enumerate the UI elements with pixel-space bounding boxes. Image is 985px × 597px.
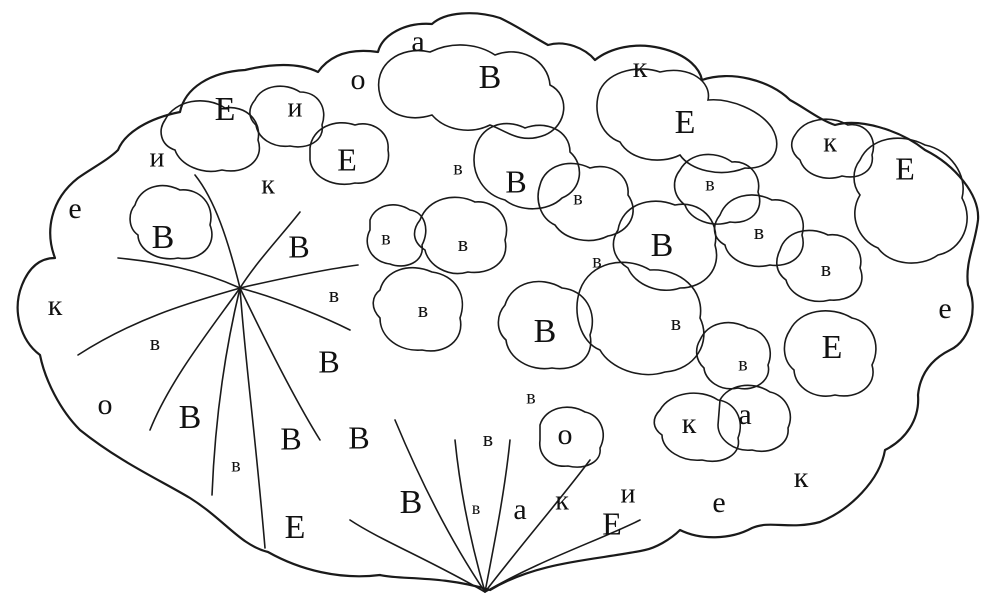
letter-label: и <box>621 478 636 509</box>
letter-label: о <box>351 63 366 96</box>
letter-label: в <box>231 455 240 477</box>
letter-label: Е <box>215 91 236 128</box>
letter-label: в <box>472 498 481 518</box>
letter-label: В <box>318 343 339 379</box>
letter-label: В <box>280 420 301 456</box>
outer-contour <box>18 13 978 590</box>
letter-label: Е <box>895 150 915 186</box>
letter-label: В <box>651 227 674 264</box>
letter-label: к <box>633 51 648 84</box>
letter-label: в <box>592 251 601 273</box>
letter-label: В <box>288 228 309 264</box>
letter-label: к <box>823 127 837 158</box>
letter-label: в <box>754 219 764 244</box>
letter-label: а <box>738 398 751 431</box>
letter-label: к <box>48 289 63 322</box>
letter-label: о <box>558 418 573 451</box>
letter-label: и <box>288 92 303 123</box>
letter-label: в <box>671 310 681 335</box>
letter-label: в <box>526 387 535 409</box>
letter-label: В <box>479 59 502 96</box>
letter-label: Е <box>602 505 622 541</box>
letter-label: к <box>682 407 697 440</box>
letter-label: е <box>712 486 725 519</box>
letter-label: В <box>348 419 369 455</box>
letter-label: в <box>705 174 714 196</box>
letter-label: к <box>261 169 275 200</box>
letter-label: и <box>150 142 165 173</box>
letter-label: в <box>458 231 468 256</box>
letter-label: В <box>505 163 526 199</box>
lobe-outlines <box>130 45 967 467</box>
letter-label: в <box>150 330 160 355</box>
letter-label: к <box>794 461 809 494</box>
letter-label: в <box>821 256 831 281</box>
letter-label: в <box>573 188 582 210</box>
letter-label: в <box>453 158 462 180</box>
letter-label: в <box>483 426 493 451</box>
letter-label: В <box>179 399 202 436</box>
letter-label: е <box>68 192 81 225</box>
letter-label: к <box>555 485 569 516</box>
letter-label: В <box>534 313 557 350</box>
letter-label: а <box>411 25 424 58</box>
letter-label: е <box>938 292 951 325</box>
letter-label: а <box>513 493 526 526</box>
letter-label: Е <box>337 141 357 177</box>
letter-label: Е <box>285 509 306 546</box>
letter-label: о <box>98 388 113 421</box>
letter-label: в <box>738 354 747 376</box>
letter-label: Е <box>675 104 696 141</box>
letter-label: В <box>152 219 175 256</box>
letter-label: Е <box>822 329 843 366</box>
letter-label: в <box>418 297 428 322</box>
letter-label: В <box>400 484 423 521</box>
letter-label: в <box>381 228 390 250</box>
letter-label: в <box>329 282 339 307</box>
